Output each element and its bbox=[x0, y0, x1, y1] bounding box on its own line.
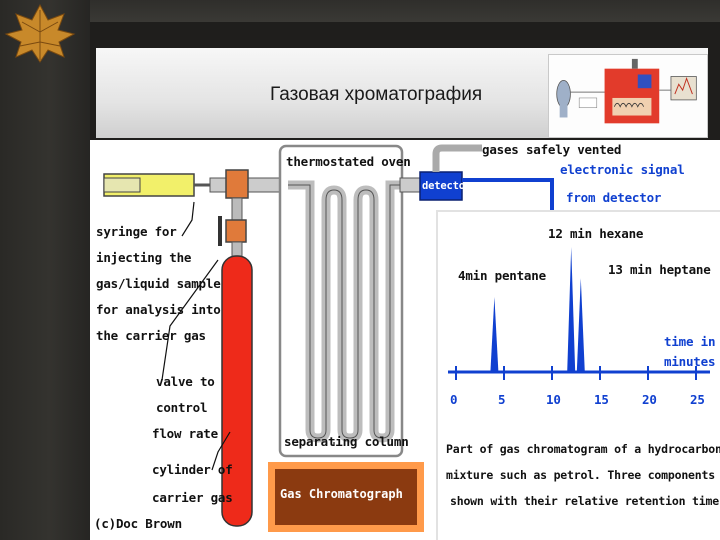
axis-tick-label-0: 0 bbox=[450, 392, 458, 407]
chromatogram-plot bbox=[448, 247, 710, 380]
detector-label: detector bbox=[422, 180, 471, 192]
valve-label-line-3: flow rate bbox=[152, 426, 218, 441]
detector-box bbox=[419, 171, 463, 201]
vent-label: gases safely vented bbox=[482, 142, 622, 157]
left-decor-band bbox=[0, 0, 90, 540]
gc-apparatus-drawing bbox=[103, 144, 554, 527]
gas-chromatograph-box bbox=[268, 462, 424, 532]
cylinder-label-line-2: carrier gas bbox=[152, 490, 233, 505]
gc-thumbnail-image bbox=[548, 54, 708, 138]
peak-2 bbox=[576, 278, 585, 372]
oven-label: thermostated oven bbox=[286, 154, 411, 169]
syringe-plunger bbox=[103, 177, 141, 193]
peak-0 bbox=[490, 297, 499, 372]
axis-tick-label-1: 5 bbox=[498, 392, 506, 407]
syringe-label-line-4: for analysis into bbox=[96, 302, 221, 317]
flow-valve bbox=[225, 219, 247, 243]
caption-line-3: shown with their relative retention time… bbox=[450, 494, 720, 508]
syringe-label-line-3: gas/liquid sample bbox=[96, 276, 221, 291]
peak-label-2: 13 min heptane bbox=[608, 262, 711, 277]
top-decor-band bbox=[90, 0, 720, 22]
valve-label-line-1: valve to bbox=[156, 374, 215, 389]
syringe-label-line-2: injecting the bbox=[96, 250, 192, 265]
cylinder-label-line-1: cylinder of bbox=[152, 462, 233, 477]
peak-label-1: 12 min hexane bbox=[548, 226, 644, 241]
peak-1 bbox=[567, 247, 576, 372]
gc-diagram: thermostated oven gases safely vented de… bbox=[90, 140, 720, 540]
axis-tick-label-3: 15 bbox=[594, 392, 609, 407]
valve-label-line-2: control bbox=[156, 400, 208, 415]
chromatogram-panel: 0 5 10 15 20 25 4min pentane 12 min hexane 13 m… bbox=[436, 210, 720, 540]
injection-port bbox=[225, 169, 249, 199]
axis-tick-label-2: 10 bbox=[546, 392, 561, 407]
credit-label: (c)Doc Brown bbox=[94, 516, 182, 531]
slide-title: Газовая хроматография bbox=[270, 84, 483, 105]
caption-line-1: Part of gas chromatogram of a hydrocarbo… bbox=[446, 442, 720, 456]
axis-label-line-2: minutes bbox=[664, 354, 716, 369]
axis-tick-label-4: 20 bbox=[642, 392, 657, 407]
carrier-gas-cylinder bbox=[221, 255, 253, 527]
axis-label-line-1: time in bbox=[664, 334, 716, 349]
autumn-leaf-image bbox=[4, 3, 76, 63]
signal-label-line-2: from detector bbox=[566, 190, 662, 205]
peak-label-0: 4min pentane bbox=[458, 268, 546, 283]
column-label: separating column bbox=[284, 434, 409, 449]
syringe-label-line-1: syringe for bbox=[96, 224, 177, 239]
syringe-label-line-5: the carrier gas bbox=[96, 328, 206, 343]
caption-line-2: mixture such as petrol. Three components… bbox=[446, 468, 720, 482]
axis-tick-label-5: 25 bbox=[690, 392, 705, 407]
gas-chromatograph-label: Gas Chromatograph bbox=[280, 487, 403, 501]
signal-label-line-1: electronic signal bbox=[560, 162, 685, 177]
vent-pipe bbox=[432, 144, 482, 172]
